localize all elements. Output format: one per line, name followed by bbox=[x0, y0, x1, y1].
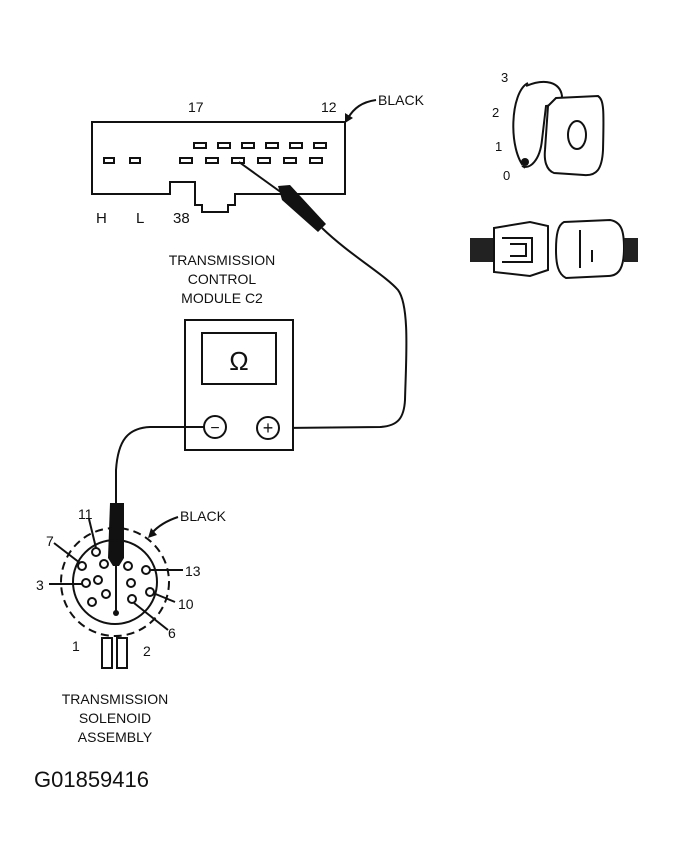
pin-label-l: L bbox=[136, 210, 144, 227]
ignition-position-3: 3 bbox=[501, 70, 508, 85]
figure-id: G01859416 bbox=[34, 767, 149, 792]
pin-label-38: 38 bbox=[173, 210, 190, 227]
pin-label-7: 7 bbox=[46, 533, 54, 549]
pin-label-2: 2 bbox=[143, 643, 151, 659]
connector-color-arrow bbox=[347, 99, 377, 119]
connector-upper-pin-row bbox=[193, 142, 327, 149]
module-label-line-2: CONTROL bbox=[188, 271, 257, 287]
disconnected-connector-icon bbox=[470, 218, 638, 280]
pin-label-1: 1 bbox=[72, 638, 80, 654]
solenoid-color-label: BLACK bbox=[180, 508, 227, 524]
pin-label-3: 3 bbox=[36, 577, 44, 593]
pin-label-10: 10 bbox=[178, 596, 194, 612]
connector-lower-pin-row bbox=[103, 157, 323, 164]
pin-label-6: 6 bbox=[168, 625, 176, 641]
connector-color-label: BLACK bbox=[378, 92, 425, 108]
tcm-connector-c2 bbox=[91, 99, 377, 213]
pin-label-12: 12 bbox=[321, 99, 337, 115]
ignition-position-0: 0 bbox=[503, 168, 510, 183]
minus-symbol: − bbox=[210, 420, 219, 437]
pin-label-13: 13 bbox=[185, 563, 201, 579]
ignition-key-icon bbox=[512, 80, 605, 177]
ohm-symbol-icon: Ω bbox=[229, 346, 248, 376]
solenoid-label-line-2: SOLENOID bbox=[79, 710, 151, 726]
positive-test-probe bbox=[238, 161, 408, 429]
negative-test-probe bbox=[108, 426, 204, 616]
solenoid-connector bbox=[49, 516, 183, 669]
solenoid-label-line-3: ASSEMBLY bbox=[78, 729, 153, 745]
ignition-position-1: 1 bbox=[495, 139, 502, 154]
pin-label-11: 11 bbox=[78, 506, 93, 522]
pin-label-17: 17 bbox=[188, 99, 204, 115]
pin-label-h: H bbox=[96, 210, 107, 227]
ohmmeter bbox=[184, 319, 294, 451]
ignition-position-2: 2 bbox=[492, 105, 499, 120]
positive-terminal bbox=[256, 416, 280, 440]
plus-symbol: + bbox=[263, 418, 274, 438]
module-label-line-1: TRANSMISSION bbox=[169, 252, 276, 268]
module-label-line-3: MODULE C2 bbox=[181, 290, 263, 306]
solenoid-label-line-1: TRANSMISSION bbox=[62, 691, 169, 707]
